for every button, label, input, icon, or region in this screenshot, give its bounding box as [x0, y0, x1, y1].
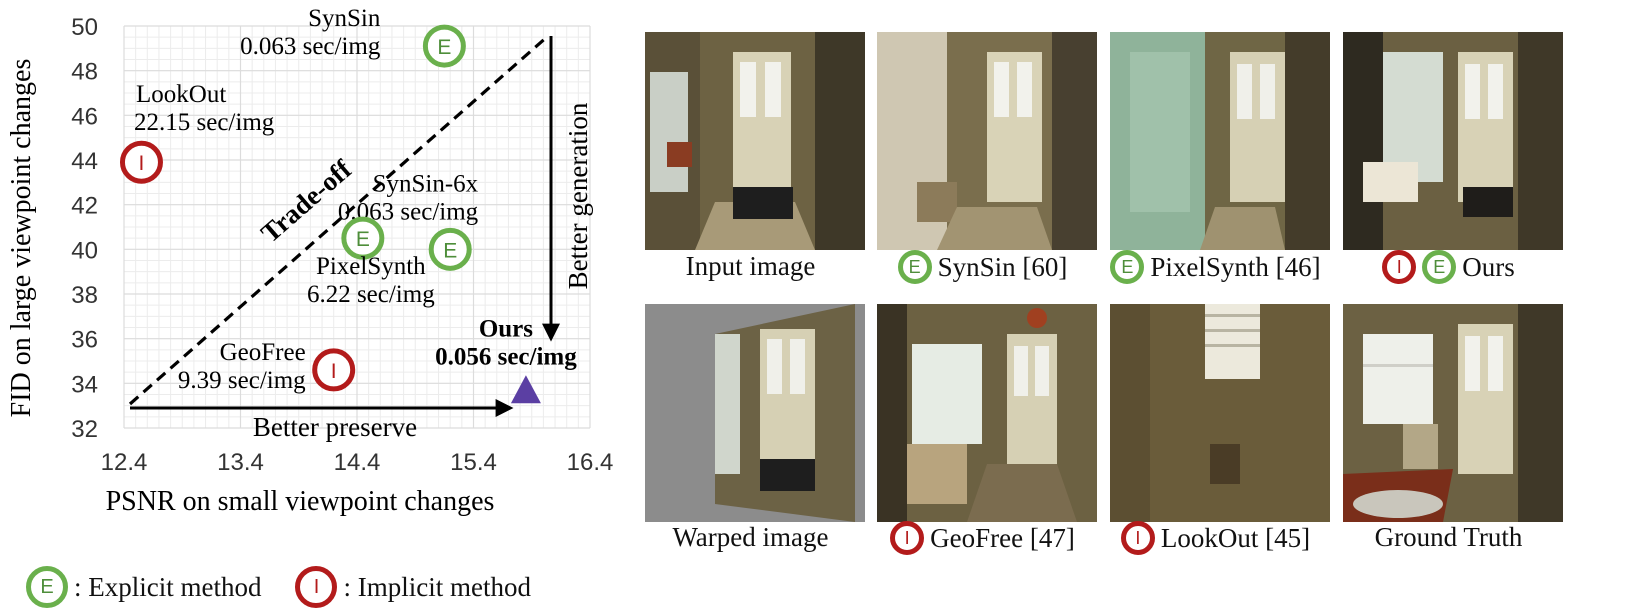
implicit-badge-icon: I — [1382, 250, 1417, 284]
chart-grid — [123, 25, 591, 429]
caption-ours: I E Ours — [1326, 250, 1571, 284]
caption-pixelsynth: E PixelSynth [46] — [1093, 250, 1338, 284]
y-tick-label: 34 — [71, 371, 98, 398]
explicit-badge-icon: E — [1110, 250, 1145, 284]
caption-warped-image: Warped image — [672, 522, 829, 552]
point-name-label: SynSin — [308, 5, 381, 32]
y-tick-label: 42 — [71, 193, 98, 220]
method-legend: E : Explicit method I : Implicit method — [26, 566, 565, 608]
point-name-label: PixelSynth — [316, 253, 426, 280]
caption-ground-truth: Ground Truth — [1374, 522, 1523, 552]
better-generation-label: Better generation — [563, 102, 593, 289]
caption-input-image: Input image — [685, 251, 816, 281]
point-name-label: GeoFree — [220, 339, 306, 366]
axis-ticks: 32 34 36 38 40 42 44 46 48 50 12.4 13.4 14.4 15.4 16.4 — [71, 14, 613, 476]
tradeoff-line — [128, 34, 550, 406]
x-axis-label: PSNR on small viewpoint changes — [106, 486, 495, 517]
explicit-badge-icon: E — [1422, 250, 1457, 284]
input-image-thumbnail — [645, 32, 865, 250]
point-speed-label: 6.22 sec/img — [307, 281, 435, 308]
point-speed-label: 0.063 sec/img — [240, 33, 381, 60]
scatter-chart: 32 34 36 38 40 42 44 46 48 50 12.4 13.4 14.4 15.4 16.4… — [6, 5, 613, 517]
explicit-badge-icon: E — [26, 566, 68, 608]
synsin-result-thumbnail — [877, 32, 1097, 250]
y-tick-label: 38 — [71, 282, 98, 309]
x-tick-label: 15.4 — [450, 449, 497, 476]
caption-synsin: E SynSin [60] — [860, 250, 1105, 284]
x-tick-label: 12.4 — [101, 449, 148, 476]
y-tick-label: 50 — [71, 14, 98, 41]
warped-image-thumbnail — [645, 304, 865, 522]
point-speed-label: 22.15 sec/img — [134, 109, 275, 136]
implicit-badge-icon: I — [295, 566, 338, 608]
y-tick-label: 40 — [71, 237, 98, 264]
y-tick-label: 36 — [71, 327, 98, 354]
marker-letter: E — [356, 228, 370, 251]
y-tick-label: 32 — [71, 416, 98, 443]
marker-letter: I — [331, 360, 337, 383]
explicit-marker-icon — [341, 216, 385, 260]
y-axis-label: FID on large viewpoint changes — [6, 59, 37, 418]
caption-lookout: I LookOut [45] — [1093, 521, 1338, 555]
ground-truth-thumbnail — [1343, 304, 1563, 522]
marker-letter: I — [139, 152, 145, 175]
implicit-legend-label: : Implicit method — [343, 571, 531, 602]
point-speed-label: 9.39 sec/img — [178, 367, 306, 394]
implicit-marker-icon — [312, 348, 356, 392]
point-name-label: LookOut — [136, 81, 226, 108]
implicit-badge-icon: I — [890, 521, 925, 555]
x-tick-label: 16.4 — [567, 449, 614, 476]
x-tick-label: 13.4 — [217, 449, 264, 476]
caption-geofree: I GeoFree [47] — [860, 521, 1105, 555]
ours-result-thumbnail — [1343, 32, 1563, 250]
explicit-badge-icon: E — [897, 250, 932, 284]
better-preserve-label: Better preserve — [253, 412, 417, 442]
y-tick-label: 46 — [71, 103, 98, 130]
explicit-marker-icon — [428, 227, 472, 271]
ours-triangle-marker — [510, 375, 541, 404]
marker-letter: E — [437, 36, 451, 59]
point-name-label: Ours — [479, 315, 533, 342]
marker-letter: E — [443, 239, 457, 262]
implicit-badge-icon: I — [1120, 521, 1155, 555]
pixelsynth-result-thumbnail — [1110, 32, 1330, 250]
explicit-marker-icon — [422, 24, 466, 68]
point-name-label: SynSin-6x — [373, 170, 479, 197]
point-speed-label: 0.056 sec/img — [435, 343, 577, 370]
explicit-legend-label: : Explicit method — [74, 571, 262, 602]
implicit-marker-icon — [119, 140, 163, 184]
y-tick-label: 48 — [71, 59, 98, 86]
x-tick-label: 14.4 — [334, 449, 381, 476]
lookout-result-thumbnail — [1110, 304, 1330, 522]
y-tick-label: 44 — [71, 148, 98, 175]
geofree-result-thumbnail — [877, 304, 1097, 522]
